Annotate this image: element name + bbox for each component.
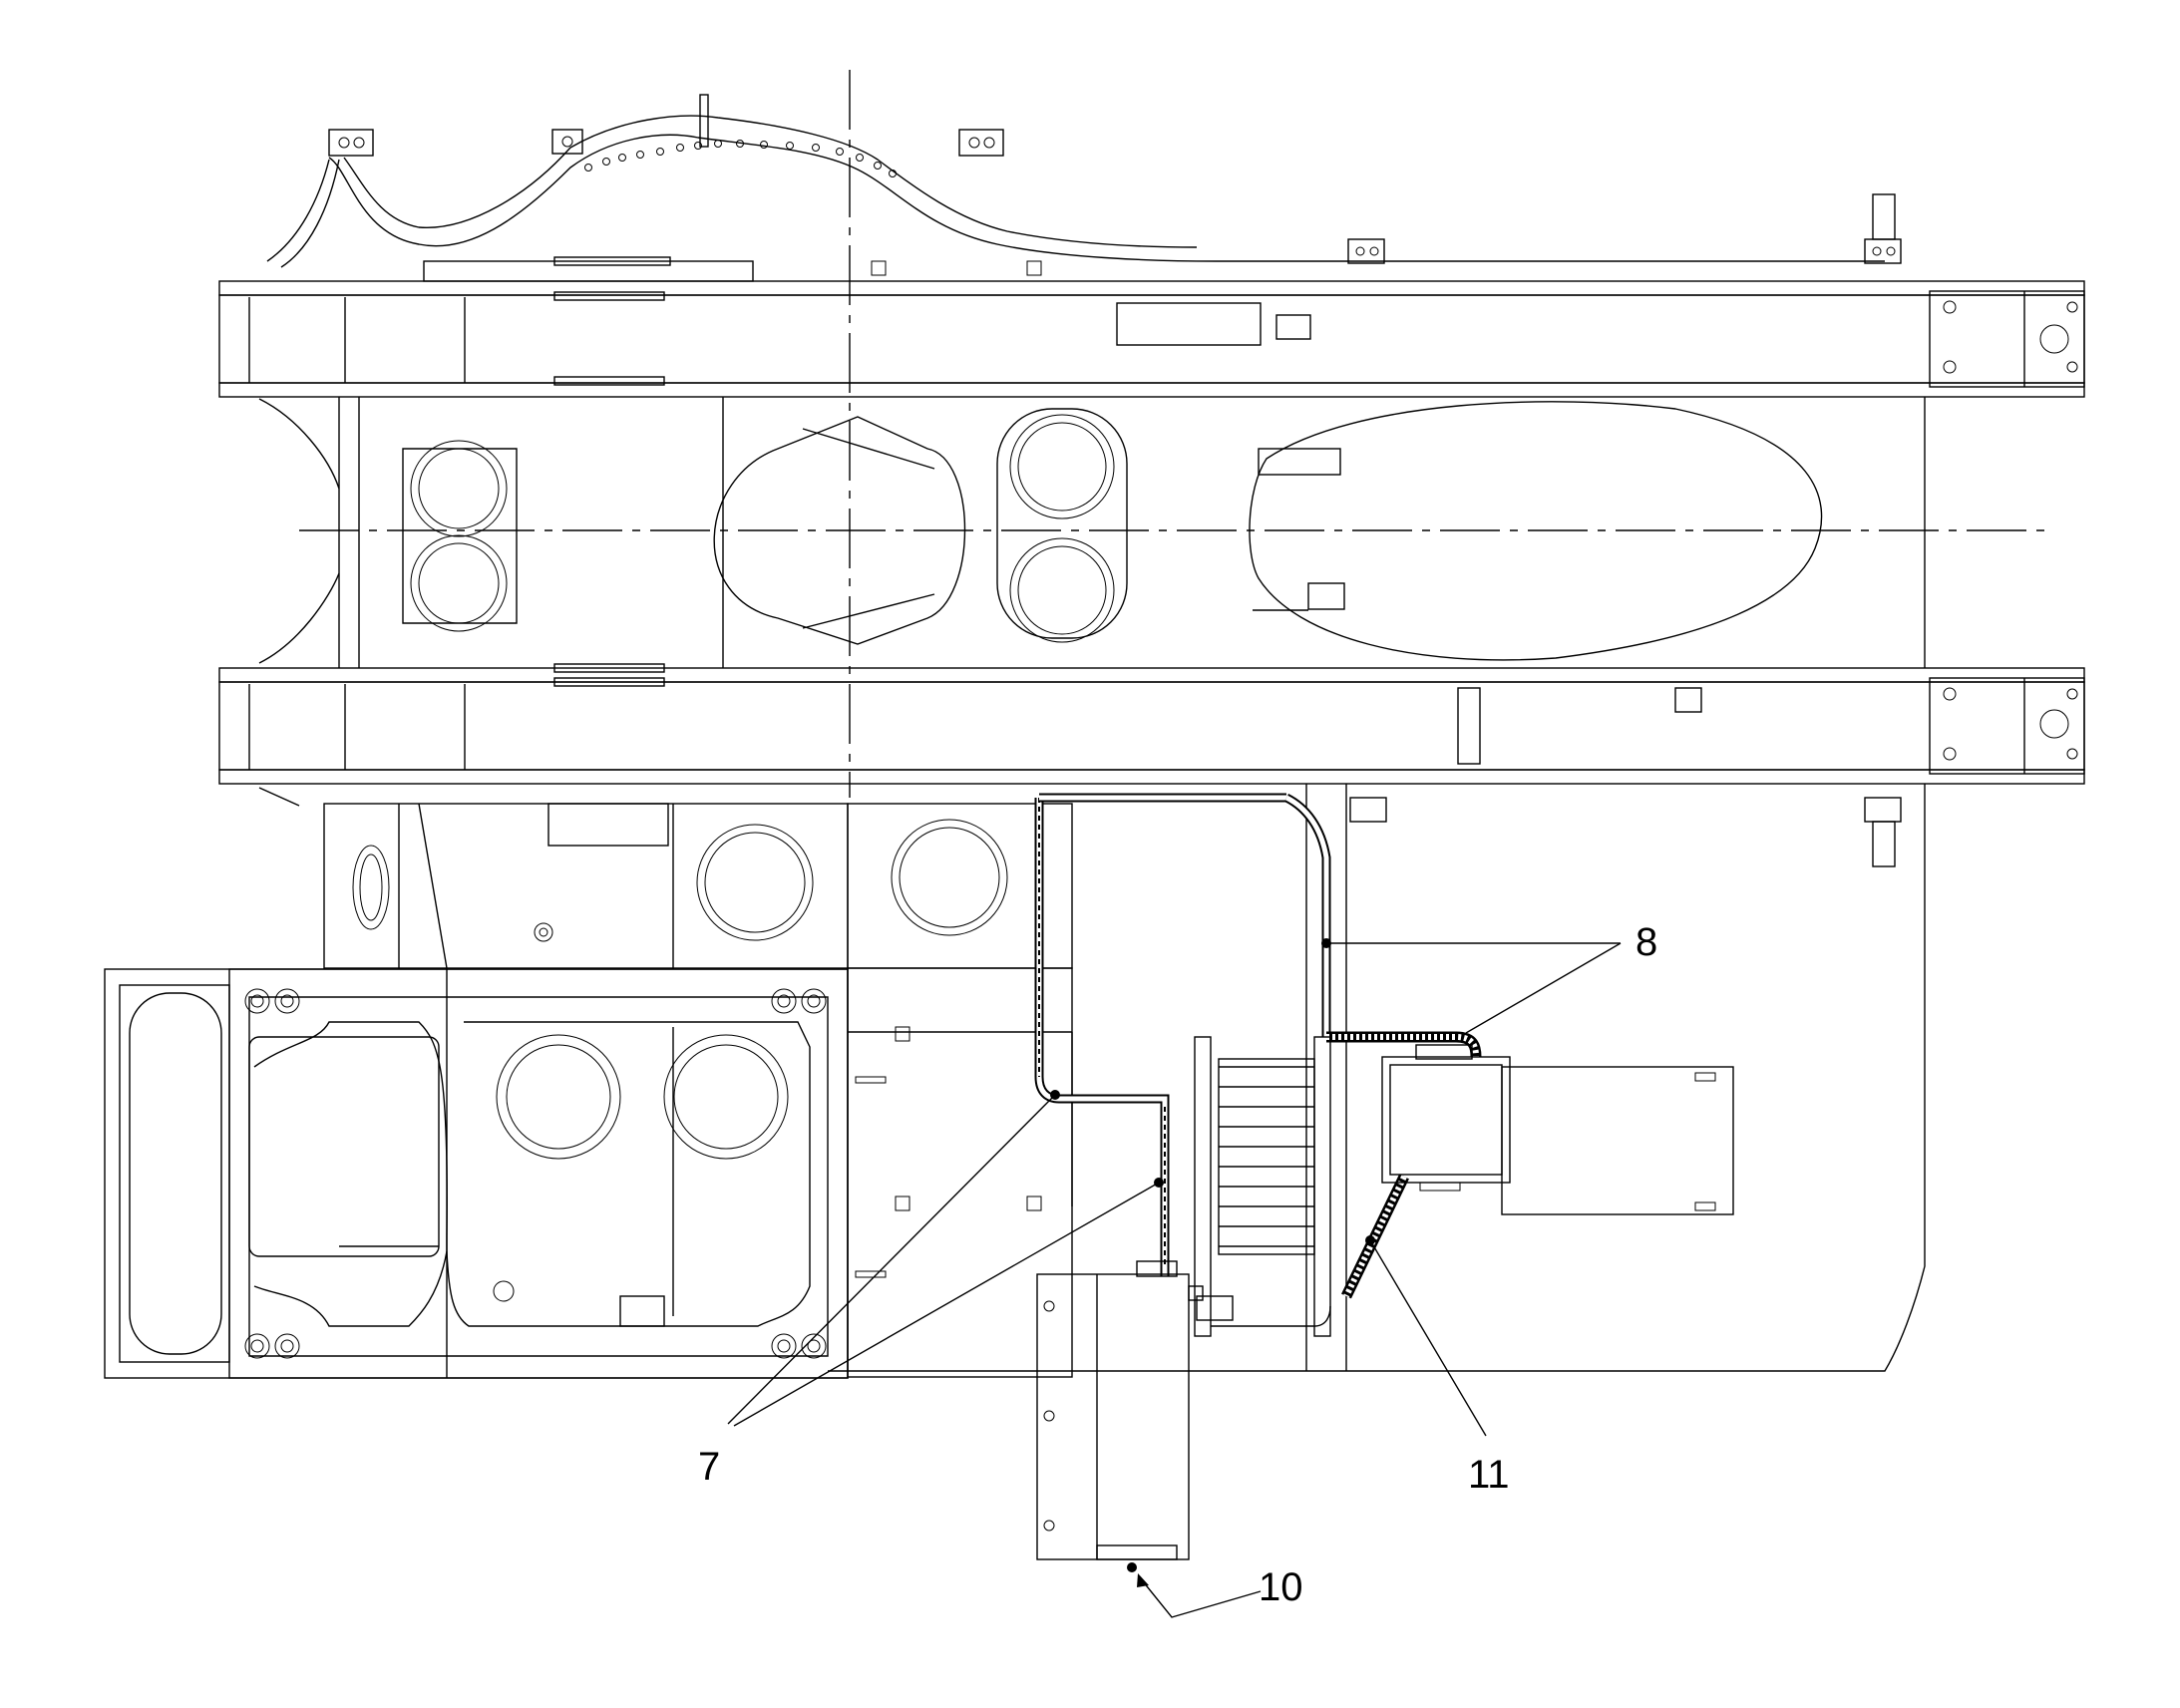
callout-11-label: 11	[1468, 1453, 1510, 1497]
main-frame-top-rail	[218, 280, 2085, 398]
main-frame-middle	[258, 397, 1926, 668]
step-assembly	[1194, 1036, 1331, 1337]
top-curved-structure	[266, 94, 1902, 282]
callout-11-leader	[1369, 1239, 1487, 1437]
control-box	[1036, 1260, 1204, 1560]
hose-routing	[1034, 793, 1482, 1299]
callout-7-leader-b	[733, 1182, 1160, 1427]
centerlines	[299, 70, 2054, 798]
reservoir-tank	[1381, 1044, 1734, 1215]
callout-7-label: 7	[698, 1445, 720, 1489]
callout-10-dot	[1127, 1562, 1137, 1572]
callout-10-label: 10	[1259, 1565, 1303, 1609]
callout-8-label: 8	[1635, 920, 1657, 964]
lower-body-outline	[258, 784, 1926, 1372]
corner-bolts	[244, 988, 827, 1359]
callout-7-group: 7	[698, 1090, 1164, 1489]
callout-8-leader-b	[1465, 942, 1622, 1034]
callout-7-leader-a	[727, 1094, 1056, 1425]
callout-10-group: 10	[1127, 1562, 1303, 1618]
main-frame-bottom-rail	[218, 663, 2085, 867]
callout-10-leader	[1142, 1580, 1262, 1618]
callout-11-group: 11	[1365, 1235, 1510, 1497]
lower-left-structure	[104, 803, 1073, 1379]
callout-8-group: 8	[1321, 920, 1657, 1034]
bolt-hole-row	[584, 140, 897, 177]
callout-10-arrowhead	[1137, 1573, 1149, 1587]
